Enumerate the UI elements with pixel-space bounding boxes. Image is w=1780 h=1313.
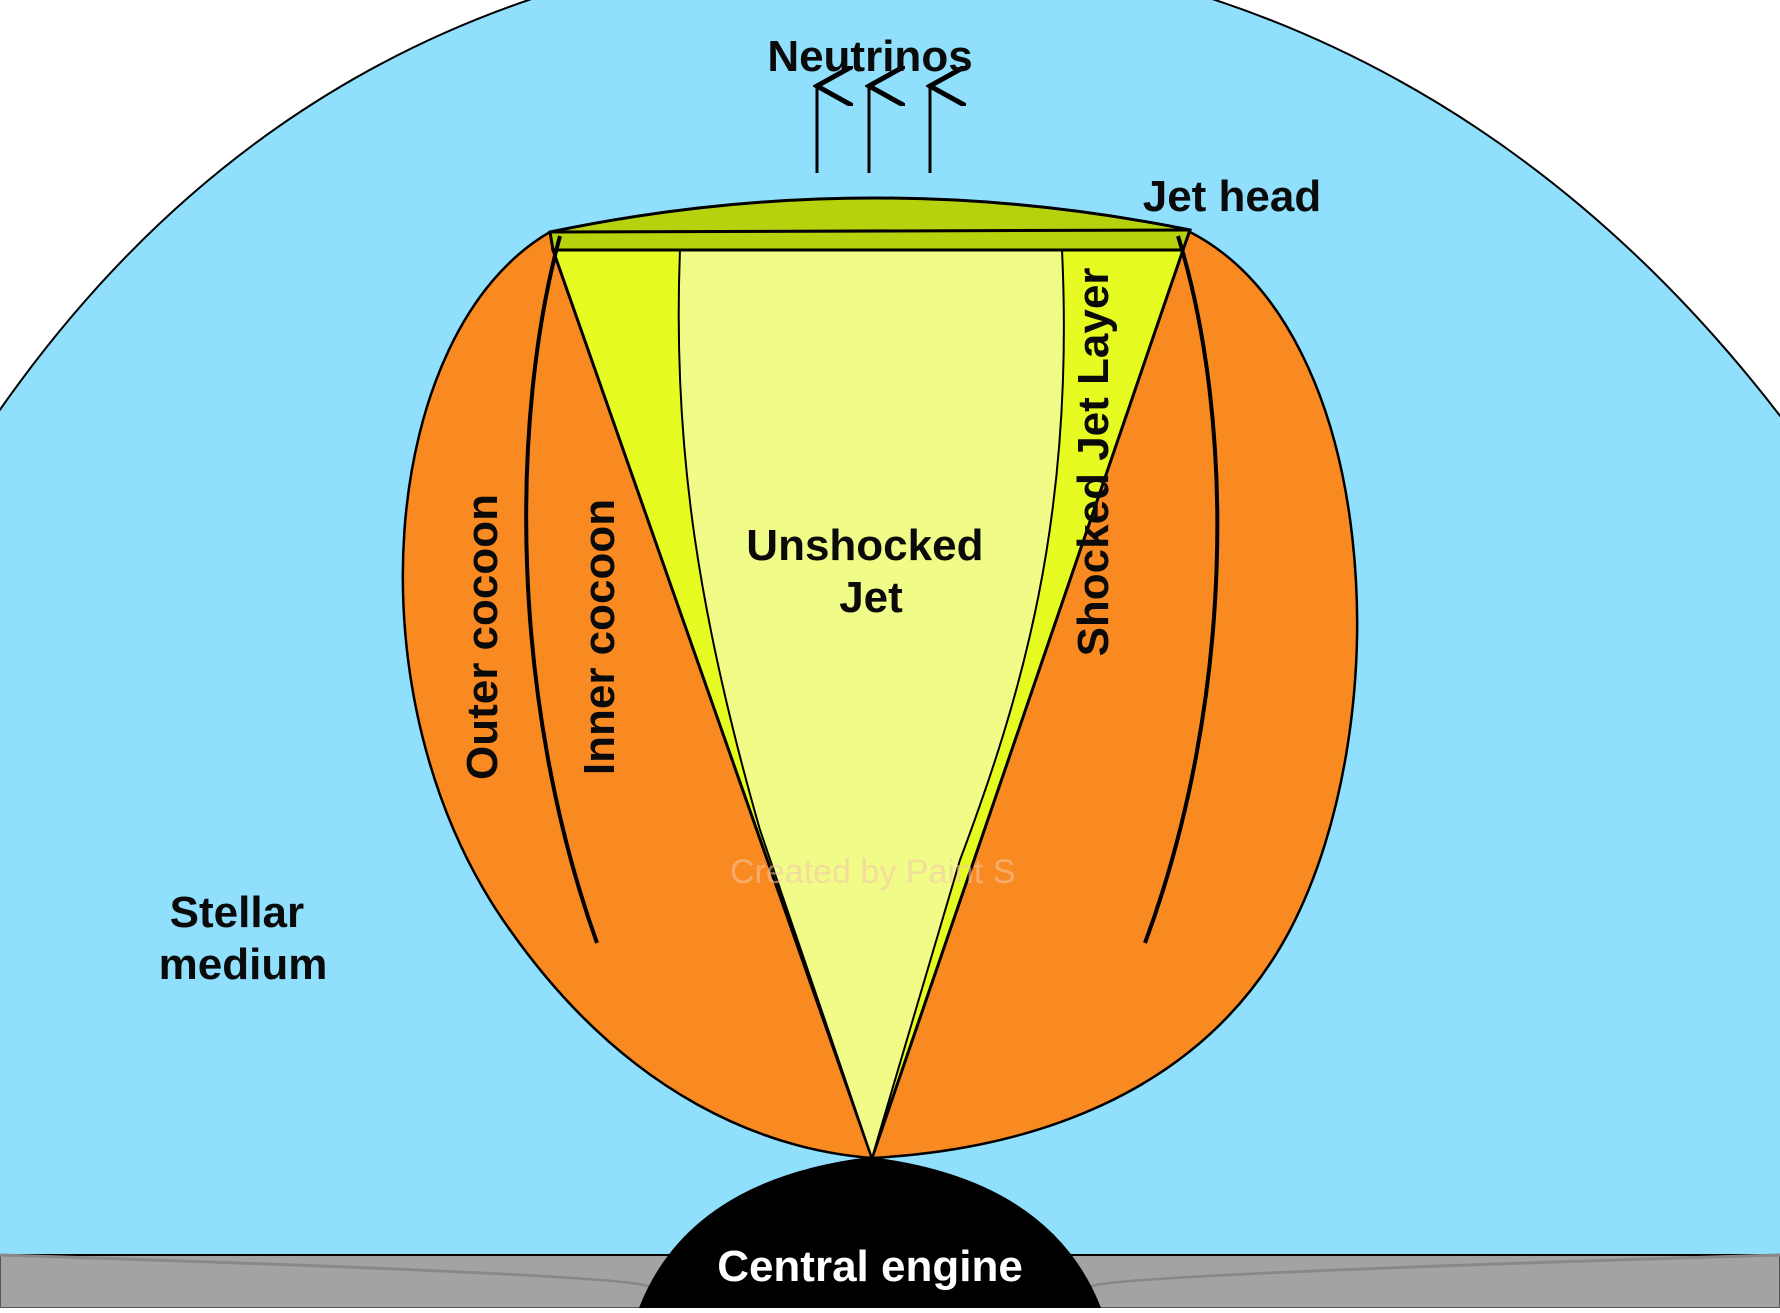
unshocked-jet-label-line2: Jet xyxy=(839,573,903,622)
inner-cocoon-left-boundary xyxy=(524,235,599,944)
neutrinos-label: Neutrinos xyxy=(767,32,972,81)
stellar-medium-label-line1: Stellar xyxy=(170,888,305,937)
watermark-text: Created by Paint S xyxy=(730,853,1015,891)
unshocked-jet-region xyxy=(677,249,1065,1162)
stellar-medium-label-line2: medium xyxy=(159,940,328,989)
unshocked-jet-label-line1: Unshocked xyxy=(746,521,983,570)
jet-head-baseline xyxy=(549,228,1191,234)
inner-cocoon-right-boundary xyxy=(1143,235,1220,944)
jet-head-label: Jet head xyxy=(1143,172,1322,221)
central-engine-label: Central engine xyxy=(717,1242,1023,1291)
jet-head-region xyxy=(548,196,1192,252)
outer-cocoon-label: Outer cocoon xyxy=(458,494,507,780)
unshocked-jet-label: Unshocked Jet xyxy=(746,521,995,622)
central-engine xyxy=(638,1156,1102,1309)
inner-cocoon-label: Inner cocoon xyxy=(575,499,624,775)
stellar-medium-label: Stellar medium xyxy=(159,888,328,989)
shocked-jet-layer-label: Shocked Jet Layer xyxy=(1069,268,1118,657)
